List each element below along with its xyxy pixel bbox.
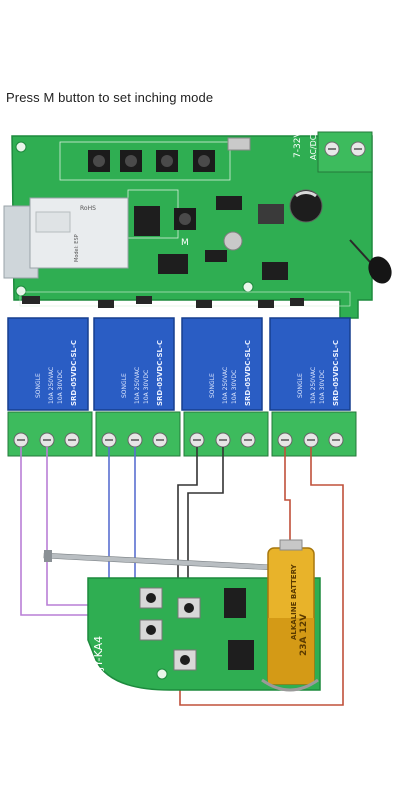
relay-brand: SONGLE — [121, 373, 128, 398]
ic-chip — [262, 262, 288, 280]
battery-rating-label: 23A 12V — [299, 614, 309, 656]
battery-type-label: ALKALINE BATTERY — [290, 563, 298, 640]
relay-module-board: M RoHS Model: ESP 7-32V AC/DC — [3, 131, 392, 319]
ic-chip — [205, 250, 227, 262]
power-terminal — [317, 131, 373, 173]
ic-chip — [216, 196, 242, 210]
antenna-coil — [349, 239, 392, 284]
relay-rating: 10A 30VDC — [143, 370, 150, 404]
inductor — [258, 204, 284, 224]
rohs-label: RoHS — [80, 205, 96, 212]
relay-4: SONGLE 10A 250VAC 10A 30VDC SRD-05VDC-SL… — [269, 317, 351, 411]
relay-model: SRD-05VDC-SL-C — [70, 340, 78, 406]
relay-1: SONGLE 10A 250VAC 10A 30VDC SRD-05VDC-SL… — [7, 317, 89, 411]
relay-brand: SONGLE — [209, 373, 216, 398]
ic-chip — [158, 254, 188, 274]
caption-text: Press M button to set inching mode — [6, 90, 214, 105]
remote-board-label: JY-KA4 — [92, 636, 105, 671]
relay-model: SRD-05VDC-SL-C — [244, 340, 252, 406]
relay-model: SRD-05VDC-SL-C — [332, 340, 340, 406]
remote-board: JY-KA4 ALKALINE BATTERY 23A 12V — [43, 539, 321, 692]
capacitor — [223, 231, 243, 251]
ic-chip — [224, 588, 246, 618]
relay-rating: 10A 250VAC — [134, 367, 141, 404]
ic-chip — [228, 640, 254, 670]
telescopic-antenna — [43, 550, 285, 571]
button-row — [88, 150, 215, 172]
relay-rating: 10A 250VAC — [48, 367, 55, 404]
relay-rating: 10A 30VDC — [319, 370, 326, 404]
output-terminals — [7, 411, 357, 457]
wifi-model-label: Model: ESP — [74, 234, 80, 262]
battery: ALKALINE BATTERY 23A 12V — [267, 539, 315, 685]
relay-rating: 10A 250VAC — [222, 367, 229, 404]
battery-clip — [261, 678, 319, 692]
relay-rating: 10A 30VDC — [231, 370, 238, 404]
power-voltage-label: 7-32V — [293, 131, 303, 158]
acdc-label: AC/DC — [309, 134, 318, 160]
m-button: M — [174, 208, 196, 248]
relay-2: SONGLE 10A 250VAC 10A 30VDC SRD-05VDC-SL… — [93, 317, 175, 411]
relay-rating: 10A 250VAC — [310, 367, 317, 404]
relay-3: SONGLE 10A 250VAC 10A 30VDC SRD-05VDC-SL… — [181, 317, 263, 411]
usb-port — [227, 137, 251, 151]
relay-rating: 10A 30VDC — [57, 370, 64, 404]
ic-chip — [134, 206, 160, 236]
electrolytic-capacitor — [289, 189, 323, 223]
remote-buttons — [139, 587, 201, 671]
m-button-label: M — [181, 238, 189, 248]
relay-model: SRD-05VDC-SL-C — [156, 340, 164, 406]
relay-brand: SONGLE — [297, 373, 304, 398]
relay-brand: SONGLE — [35, 373, 42, 398]
wifi-module: RoHS Model: ESP — [3, 197, 129, 279]
